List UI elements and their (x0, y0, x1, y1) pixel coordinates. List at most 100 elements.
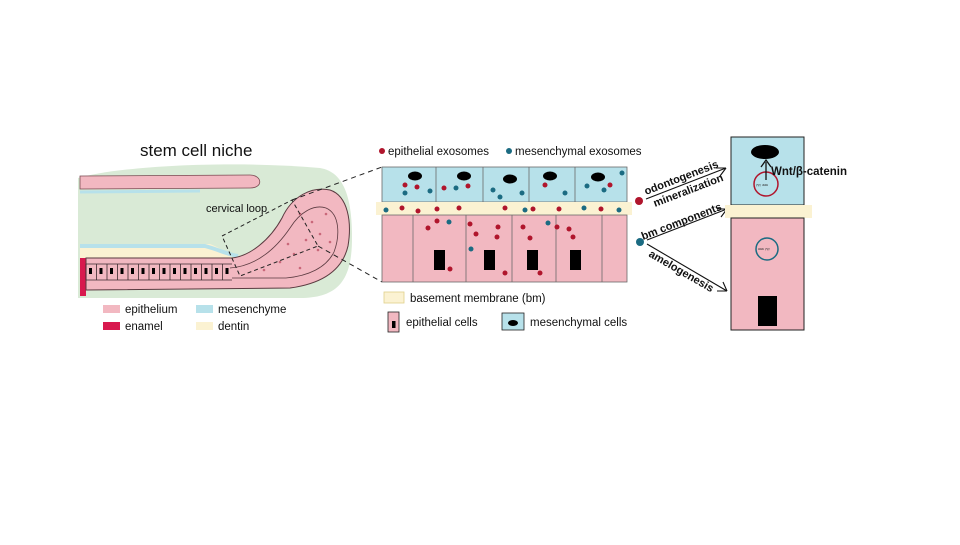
epithelial-cell-row (85, 263, 232, 281)
epithelial-exosome (456, 205, 462, 211)
cell-dividers (412, 167, 603, 282)
epithelial-nucleus (484, 250, 495, 270)
arrow-to-epithelium (646, 243, 728, 292)
target-mesenchymal-nucleus (751, 145, 779, 159)
epithelial-exosome (465, 183, 471, 189)
legend-epithelium: epithelium (125, 304, 177, 316)
cell-nucleus (141, 268, 145, 274)
mesenchymal-exosome (616, 207, 622, 213)
zoom-line-top (291, 166, 383, 201)
legend-swatch-epithelium (103, 305, 120, 313)
mesenchymal-nuclei (408, 171, 605, 184)
cell-nucleus (89, 268, 92, 274)
epithelial-exosome (598, 206, 604, 212)
amelogenesis-label: amelogenesis (647, 248, 716, 295)
upper-epithelium (79, 174, 261, 190)
cell-nucleus (99, 268, 103, 274)
loop-dot (316, 248, 320, 252)
epithelial-exosome (502, 270, 508, 276)
bm-vesicle-marks: ᵃᵃᵃ ᵞᵞᵞ (758, 247, 770, 253)
cervical-loop-inner (229, 206, 339, 279)
epithelial-exosome-legend-dot (379, 148, 385, 154)
epithelial-nucleus (527, 250, 538, 270)
legend-dentin: dentin (218, 321, 249, 333)
mesenchymal-exosome (562, 190, 568, 196)
mesenchymal-exosome-legend-dot (506, 148, 512, 154)
mesenchymal-exosome (619, 170, 625, 176)
loop-dot (304, 238, 308, 242)
legend-swatch-enamel (103, 322, 120, 330)
epithelial-exosome (556, 206, 562, 212)
mesenchymal-nucleus (543, 171, 557, 181)
zoom-line-bottom (317, 245, 383, 283)
wnt-vesicle-marks: ᵞᵞᵞ ᵃᵃᵃ (756, 183, 768, 189)
target-epithelial-nucleus (758, 296, 777, 326)
epithelial-exosome (467, 221, 473, 227)
legend-enamel: enamel (125, 321, 163, 333)
loop-dot (278, 260, 282, 264)
epithelial-exosome (520, 224, 526, 230)
cervical-loop-label: cervical loop (206, 203, 267, 215)
mesenchymal-exosome (519, 190, 525, 196)
mesenchymal-exosome (522, 207, 528, 213)
mesenchymal-exosome (402, 190, 408, 196)
mesenchymal-exosome (581, 205, 587, 211)
exosome-panel: epithelial exosomes mesenchymal exosomes (376, 146, 642, 283)
epithelial-exosome (434, 218, 440, 224)
loop-dot (328, 240, 332, 244)
epithelial-exosome (537, 270, 543, 276)
mesenchymal-exosome (383, 207, 389, 213)
mesenchymal-exosome (584, 183, 590, 189)
loop-dots (262, 212, 332, 272)
legend-swatch-mesenchyme (196, 305, 213, 313)
epithelial-exosome (414, 184, 420, 190)
epithelial-exosome (425, 225, 431, 231)
epithelial-exosome (530, 206, 536, 212)
bm-components-label: bm components (640, 201, 724, 243)
epithelial-exosome (441, 185, 447, 191)
epithelial-exosome (570, 234, 576, 240)
mesenchymal-exosome (545, 220, 551, 226)
mesenchyme-band (80, 244, 239, 258)
mesenchymal-exosome (601, 187, 607, 193)
cell-nucleus (183, 268, 187, 274)
epithelial-nucleus (434, 250, 445, 270)
mesenchymal-exosome-legend: mesenchymal exosomes (515, 146, 642, 158)
epithelial-exosome (494, 234, 500, 240)
epithelial-exosome (447, 266, 453, 272)
mesenchymal-cells-label: mesenchymal cells (530, 317, 627, 329)
epithelial-exosome (434, 206, 440, 212)
epithelial-nuclei (434, 250, 581, 270)
arrow-to-bm (646, 208, 728, 241)
epithelial-exosome (473, 231, 479, 237)
cell-nucleus (204, 268, 208, 274)
epithelial-cell-legend-nucleus (392, 321, 396, 328)
epithelial-nucleus (570, 250, 581, 270)
mesenchymal-nucleus (408, 171, 422, 181)
arrow-head-mesenchyme (716, 167, 727, 177)
mesenchymal-cell-legend-nucleus (508, 320, 518, 326)
bm-legend-label: basement membrane (bm) (410, 293, 546, 305)
mesenchymal-nucleus (591, 172, 605, 182)
epithelial-exosome (554, 224, 560, 230)
epithelial-exosome-legend: epithelial exosomes (388, 146, 489, 158)
legend-swatch-dentin (196, 322, 213, 330)
loop-dot (310, 220, 314, 224)
epithelial-exosome-source (635, 197, 643, 205)
wnt-arrow-head (760, 158, 772, 168)
mesenchymal-nucleus (503, 174, 517, 184)
mesenchymal-exosome (490, 187, 496, 193)
bm-legend-swatch (383, 291, 405, 304)
loop-dot (262, 268, 266, 272)
epithelial-exosome (399, 205, 405, 211)
cell-nucleus (225, 268, 229, 274)
epithelial-exosome (542, 182, 548, 188)
mesenchymal-nucleus (457, 171, 471, 181)
epithelial-exosome (566, 226, 572, 232)
mesenchymal-exosome (446, 219, 452, 225)
arrow-to-mesenchyme (645, 167, 727, 200)
cell-nucleus (162, 268, 166, 274)
loop-dot (318, 232, 322, 236)
arrow-head-epithelium (717, 281, 728, 292)
cell-nucleus (173, 268, 176, 274)
